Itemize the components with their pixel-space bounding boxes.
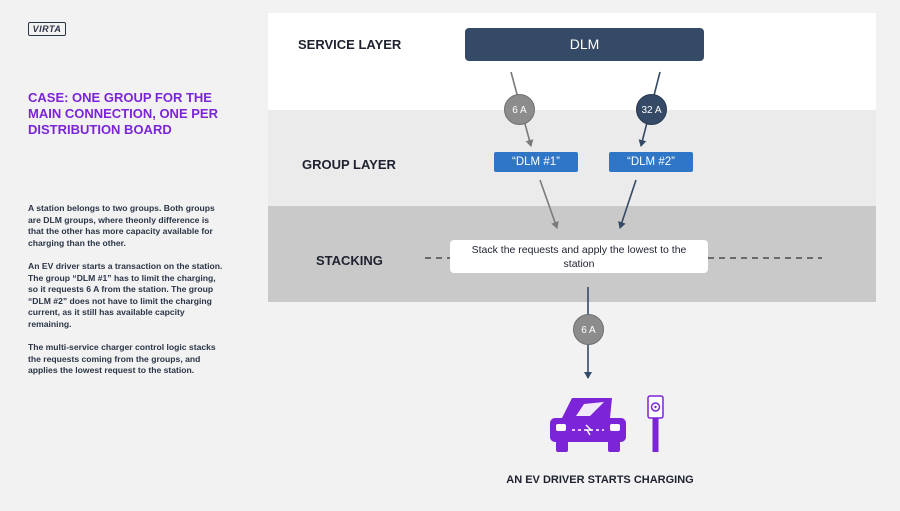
service-layer-label: SERVICE LAYER bbox=[298, 37, 402, 52]
dlm1-request-badge: 6 A bbox=[504, 94, 535, 125]
stacking-label: STACKING bbox=[316, 253, 383, 268]
charging-station-icon bbox=[647, 395, 664, 452]
description-paragraph-3: The multi-service charger control logic … bbox=[28, 342, 216, 375]
dlm1-node: “DLM #1” bbox=[494, 152, 578, 172]
description-paragraph-1: A station belongs to two groups. Both gr… bbox=[28, 203, 215, 248]
case-title: CASE: ONE GROUP FOR THE MAIN CONNECTION,… bbox=[28, 90, 218, 137]
arrow-dlm2-to-stack bbox=[618, 179, 637, 229]
description-paragraph-2: An EV driver starts a transaction on the… bbox=[28, 261, 223, 329]
group-layer-label: GROUP LAYER bbox=[302, 157, 396, 172]
dlm2-node: “DLM #2” bbox=[609, 152, 693, 172]
car-icon bbox=[550, 398, 626, 452]
description: A station belongs to two groups. Both gr… bbox=[28, 203, 226, 389]
stacking-box: Stack the requests and apply the lowest … bbox=[450, 240, 708, 273]
virta-logo: VIRTA bbox=[28, 22, 66, 36]
dlm2-request-badge: 32 A bbox=[636, 94, 667, 125]
station-caption: AN EV DRIVER STARTS CHARGING bbox=[506, 474, 694, 486]
dlm-main-node: DLM bbox=[465, 28, 704, 61]
station-request-badge: 6 A bbox=[573, 314, 604, 345]
arrow-dlm1-to-stack bbox=[539, 179, 559, 229]
